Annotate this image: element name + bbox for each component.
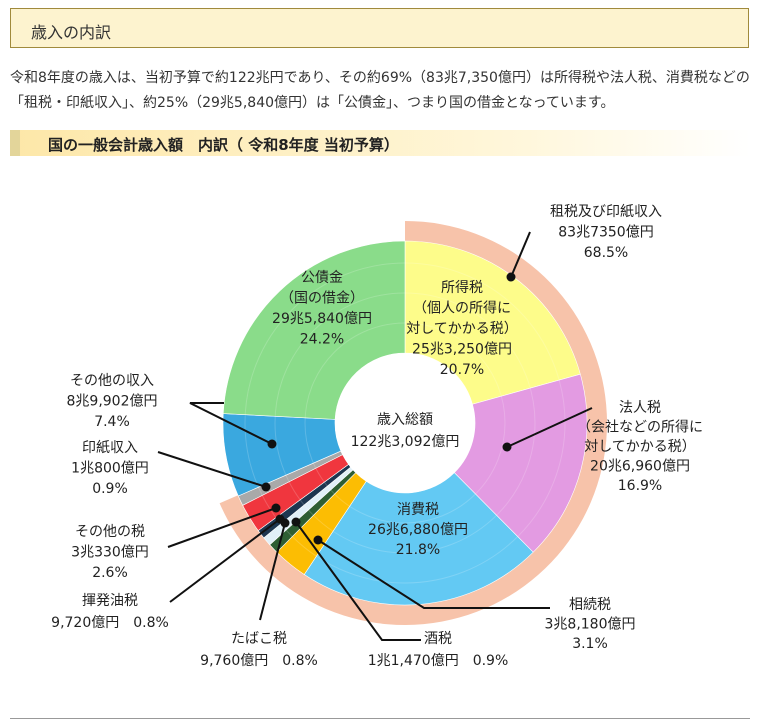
slice-label: 法人税 （会社などの所得に対してかかる税） 20兆6,960億円 16.9% <box>577 400 703 494</box>
slice-label-line: 消費税 <box>397 502 439 518</box>
slice-label: 所得税 （個人の所得に対してかかる税） 25兆3,250億円 20.7% <box>406 279 518 378</box>
slice-label: たばこ税 9,760億円 0.8% <box>200 631 318 669</box>
slice-label-line: 対してかかる税） <box>406 321 518 337</box>
slice-label-line: 9,720億円 0.8% <box>51 615 169 631</box>
leader-line <box>259 522 286 621</box>
slice-label: その他の税 3兆330億円 2.6% <box>71 524 149 581</box>
slice-label-line: 対してかかる税） <box>584 439 696 455</box>
leader-dot <box>271 503 281 513</box>
intro-paragraph: 令和8年度の歳入は、当初予算で約122兆円であり、その約69%（83兆7,350… <box>10 70 750 111</box>
donut-hole <box>335 353 475 493</box>
slice-label-line: （国の借金） <box>280 291 364 307</box>
leader-line <box>167 507 277 548</box>
outer-ring-label-line: 租税及び印紙収入 <box>550 204 662 220</box>
slice-label-line: たばこ税 <box>231 631 287 647</box>
chart-heading: 国の一般会計歳入額 内訳（ 令和8年度 当初予算） <box>10 130 750 156</box>
leader-dot <box>313 535 323 545</box>
ring-guide <box>274 292 536 554</box>
slice-label: 消費税 26兆6,880億円 21.8% <box>368 502 468 558</box>
leader-line <box>189 402 273 445</box>
ring-guide <box>244 262 566 584</box>
slice-label-line: 3兆330億円 <box>71 545 149 561</box>
leader-dot <box>267 439 277 449</box>
leader-line <box>169 518 281 603</box>
leader-dot <box>261 482 271 492</box>
slice-label-line: 21.8% <box>396 542 440 558</box>
outer-ring-label-line: 68.5% <box>584 245 628 261</box>
heading-accent-bar <box>10 130 20 156</box>
slice-label-line: 3兆8,180億円 <box>545 617 636 633</box>
slice-label-line: 公債金 <box>301 270 343 286</box>
slice-label-line: 3.1% <box>572 636 608 652</box>
slice-label-line: 16.9% <box>618 478 662 494</box>
slice-label-line: 1兆1,470億円 0.9% <box>368 653 509 669</box>
leader-line <box>157 451 267 488</box>
slice-label-line: 25兆3,250億円 <box>412 342 512 358</box>
slice-label-line: 2.6% <box>92 565 128 581</box>
leader-dot <box>275 514 285 524</box>
outer-ring-label: 租税及び印紙収入 83兆7350億円 68.5% <box>550 204 662 261</box>
bottom-divider <box>10 718 750 719</box>
outer-ring-label-line: 83兆7350億円 <box>558 225 653 241</box>
ring-guide <box>304 322 506 524</box>
slice-label-line: 1兆800億円 <box>71 461 149 477</box>
slice-label-line: 揮発油税 <box>82 593 138 609</box>
slice-label-line: （個人の所得に <box>413 300 511 317</box>
slice-label-line: 9,760億円 0.8% <box>200 653 318 669</box>
slice-label-line: 7.4% <box>94 414 130 430</box>
slice-label: 揮発油税 9,720億円 0.8% <box>51 593 169 631</box>
leader-line <box>295 521 421 641</box>
slice-label-line: 印紙収入 <box>82 440 138 456</box>
slice-label-line: 24.2% <box>300 332 344 348</box>
leader-dot <box>502 442 512 452</box>
slice-label-line: 所得税 <box>441 279 483 296</box>
slice-label-line: 8兆9,902億円 <box>67 394 158 410</box>
slice-label: 酒税 1兆1,470億円 0.9% <box>368 631 509 669</box>
center-total-label-line: 歳入総額 <box>377 412 433 428</box>
slice-label-line: 0.9% <box>92 481 128 497</box>
slice-label-line: 20兆6,960億円 <box>590 459 690 475</box>
slice-label-line: 26兆6,880億円 <box>368 522 468 538</box>
section-header: 歳入の内訳 <box>10 8 749 48</box>
chart-title: 国の一般会計歳入額 内訳（ 令和8年度 当初予算） <box>48 136 399 154</box>
leader-line <box>510 231 531 278</box>
slice-label-line: 法人税 <box>619 400 661 416</box>
section-title: 歳入の内訳 <box>31 23 112 42</box>
slice-label-line: 29兆5,840億円 <box>272 311 372 327</box>
slice-label-line: 酒税 <box>424 631 452 647</box>
leader-dot <box>291 517 301 527</box>
leader-dot <box>506 272 516 282</box>
leader-line <box>317 539 550 609</box>
slice-label: 公債金 （国の借金） 29兆5,840億円 24.2% <box>272 270 372 348</box>
slice-label: 印紙収入 1兆800億円 0.9% <box>71 440 149 497</box>
slice-label-line: その他の税 <box>75 524 145 540</box>
slice-label-line: その他の収入 <box>70 373 154 389</box>
center-total-label: 歳入総額 122兆3,092億円 <box>351 412 460 450</box>
center-total-label-line: 122兆3,092億円 <box>351 434 460 450</box>
slice-label: 相続税 3兆8,180億円 3.1% <box>545 596 636 652</box>
slice-label-line: （会社などの所得に <box>577 419 703 436</box>
slice-label-line: 相続税 <box>569 596 611 613</box>
leader-line <box>506 407 593 448</box>
slice-label-line: 20.7% <box>440 362 484 378</box>
slice-label: その他の収入 8兆9,902億円 7.4% <box>67 373 158 430</box>
